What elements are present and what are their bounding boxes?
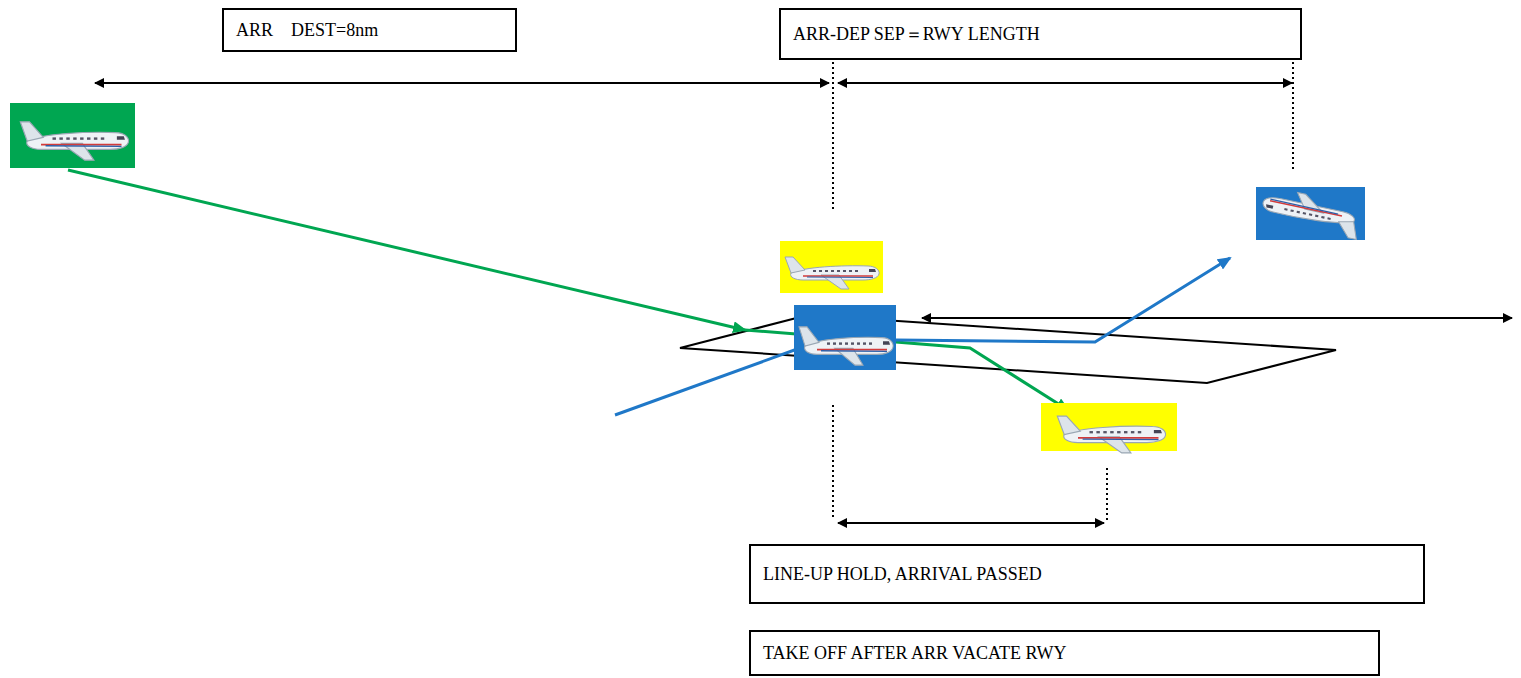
- dimension-arrow: [95, 82, 829, 84]
- departure-aircraft: [794, 305, 896, 370]
- arrival-aircraft: [780, 241, 883, 293]
- text-box: ARR DEST=8nm: [222, 8, 517, 52]
- arrival-path: [68, 170, 745, 330]
- text-box: ARR-DEP SEP＝RWY LENGTH: [779, 8, 1302, 60]
- arrival-aircraft: [10, 103, 135, 168]
- box-label: LINE-UP HOLD, ARRIVAL PASSED: [763, 564, 1042, 585]
- departure-path: [615, 348, 800, 415]
- arrival-aircraft: [1041, 403, 1177, 453]
- departure-aircraft: [1256, 186, 1365, 240]
- text-box: TAKE OFF AFTER ARR VACATE RWY: [749, 630, 1380, 676]
- dimension-arrow: [922, 317, 1512, 319]
- box-label: ARR-DEP SEP＝RWY LENGTH: [793, 22, 1040, 46]
- box-label: ARR DEST=8nm: [236, 18, 378, 42]
- dimension-arrow: [838, 82, 1292, 84]
- box-label: TAKE OFF AFTER ARR VACATE RWY: [763, 643, 1066, 664]
- guide-lines: [833, 62, 1293, 520]
- departure-path: [896, 258, 1230, 342]
- dimension-arrow: [838, 522, 1104, 524]
- text-box: LINE-UP HOLD, ARRIVAL PASSED: [749, 544, 1425, 604]
